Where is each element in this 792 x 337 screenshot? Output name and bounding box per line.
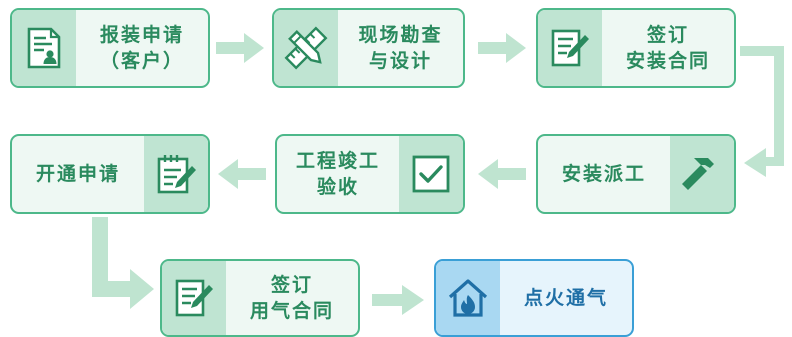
step-contract[interactable]: 签订 安装合同: [536, 8, 736, 88]
step-label: 点火通气: [523, 287, 608, 309]
step-open[interactable]: 开通申请: [10, 134, 210, 214]
arrow-right-icon: [478, 33, 526, 63]
arrow-left-icon: [478, 159, 526, 189]
step-gas-contract[interactable]: 签订 用气合同: [160, 259, 360, 337]
arrow-down-right-icon: [92, 217, 154, 309]
ruler-pencil-icon: [274, 10, 338, 86]
edit-document-icon: [162, 261, 226, 335]
arrow-down-left-icon: [740, 46, 784, 177]
step-ignite[interactable]: 点火通气: [434, 259, 634, 337]
step-label-sub: 验收: [316, 176, 359, 198]
step-label: 工程竣工: [295, 150, 380, 172]
hammer-icon: [670, 136, 734, 212]
step-label-sub: 用气合同: [249, 300, 334, 322]
step-dispatch[interactable]: 安装派工: [536, 134, 736, 214]
arrow-right-icon: [372, 285, 424, 315]
step-label: 开通申请: [35, 163, 120, 185]
house-flame-icon: [436, 261, 500, 335]
step-label-sub: （客户）: [99, 50, 184, 72]
step-complete[interactable]: 工程竣工 验收: [275, 134, 465, 214]
step-label: 报装申请: [99, 24, 184, 46]
edit-document-icon: [538, 10, 602, 86]
step-apply[interactable]: 报装申请 （客户）: [10, 8, 210, 88]
step-label: 现场勘查: [358, 24, 443, 46]
step-label-sub: 安装合同: [625, 50, 710, 72]
step-label: 签订: [270, 274, 313, 296]
arrow-left-icon: [218, 159, 266, 189]
step-label-sub: 与设计: [368, 50, 432, 72]
document-user-icon: [12, 10, 76, 86]
notepad-pencil-icon: [144, 136, 208, 212]
step-label: 签订: [646, 24, 689, 46]
checkbox-icon: [399, 136, 463, 212]
step-label: 安装派工: [561, 163, 646, 185]
step-survey[interactable]: 现场勘查 与设计: [272, 8, 465, 88]
arrow-right-icon: [216, 33, 264, 63]
